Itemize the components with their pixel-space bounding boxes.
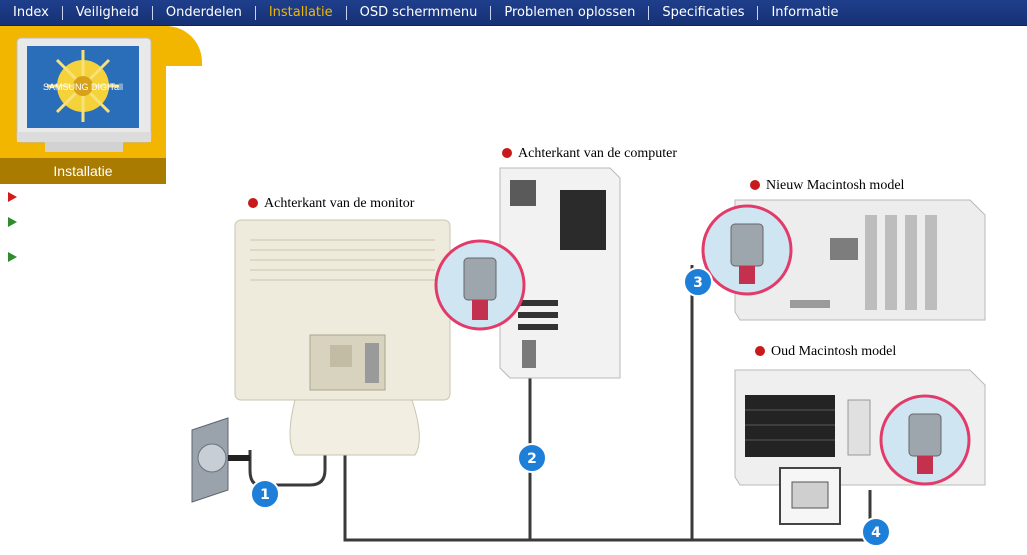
callout-2-label: 2 xyxy=(527,451,537,467)
submenu-arrow-icon[interactable] xyxy=(8,252,17,262)
label-computer-back-text: Achterkant van de computer xyxy=(518,146,677,161)
connector-magnifier xyxy=(703,206,791,294)
nav-installatie[interactable]: Installatie xyxy=(256,0,346,25)
red-bullet-icon xyxy=(248,198,258,208)
nav-informatie[interactable]: Informatie xyxy=(758,0,851,25)
callout-4: 4 xyxy=(862,518,890,546)
top-navigation: Index Veiligheid Onderdelen Installatie … xyxy=(0,0,1027,26)
nav-index[interactable]: Index xyxy=(0,0,62,25)
connector-magnifier xyxy=(881,396,969,484)
nav-specificaties[interactable]: Specificaties xyxy=(649,0,757,25)
thumbnail-brand: SAMSUNG DIGITall xyxy=(43,82,123,92)
label-monitor-back-text: Achterkant van de monitor xyxy=(264,196,414,211)
nav-onderdelen[interactable]: Onderdelen xyxy=(153,0,255,25)
connection-diagram: 1 2 3 4 Achterkant van de monitor Achter… xyxy=(180,140,1027,551)
submenu-arrow-active-icon[interactable] xyxy=(8,192,17,202)
callout-3-label: 3 xyxy=(693,275,703,291)
submenu-arrow-icon[interactable] xyxy=(8,217,17,227)
red-bullet-icon xyxy=(502,148,512,158)
monitor-thumbnail: SAMSUNG DIGITall xyxy=(15,36,153,154)
callout-3: 3 xyxy=(684,268,712,296)
connector-magnifier xyxy=(436,241,524,329)
label-new-mac: Nieuw Macintosh model xyxy=(750,178,904,194)
red-bullet-icon xyxy=(755,346,765,356)
label-old-mac-text: Oud Macintosh model xyxy=(771,344,896,359)
power-outlet xyxy=(192,418,250,502)
label-computer-back: Achterkant van de computer xyxy=(502,146,677,162)
label-monitor-back: Achterkant van de monitor xyxy=(248,196,414,212)
nav-problemen-oplossen[interactable]: Problemen oplossen xyxy=(491,0,648,25)
section-label: Installatie xyxy=(0,158,166,184)
label-new-mac-text: Nieuw Macintosh model xyxy=(766,178,904,193)
callout-1: 1 xyxy=(251,480,279,508)
callout-2: 2 xyxy=(518,444,546,472)
monitor-back-illustration xyxy=(235,220,450,455)
callout-1-label: 1 xyxy=(260,487,270,503)
nav-veiligheid[interactable]: Veiligheid xyxy=(63,0,152,25)
nav-osd-schermmenu[interactable]: OSD schermmenu xyxy=(347,0,491,25)
red-bullet-icon xyxy=(750,180,760,190)
callout-4-label: 4 xyxy=(871,525,881,541)
label-old-mac: Oud Macintosh model xyxy=(755,344,896,360)
card-corner-tab xyxy=(166,26,202,66)
